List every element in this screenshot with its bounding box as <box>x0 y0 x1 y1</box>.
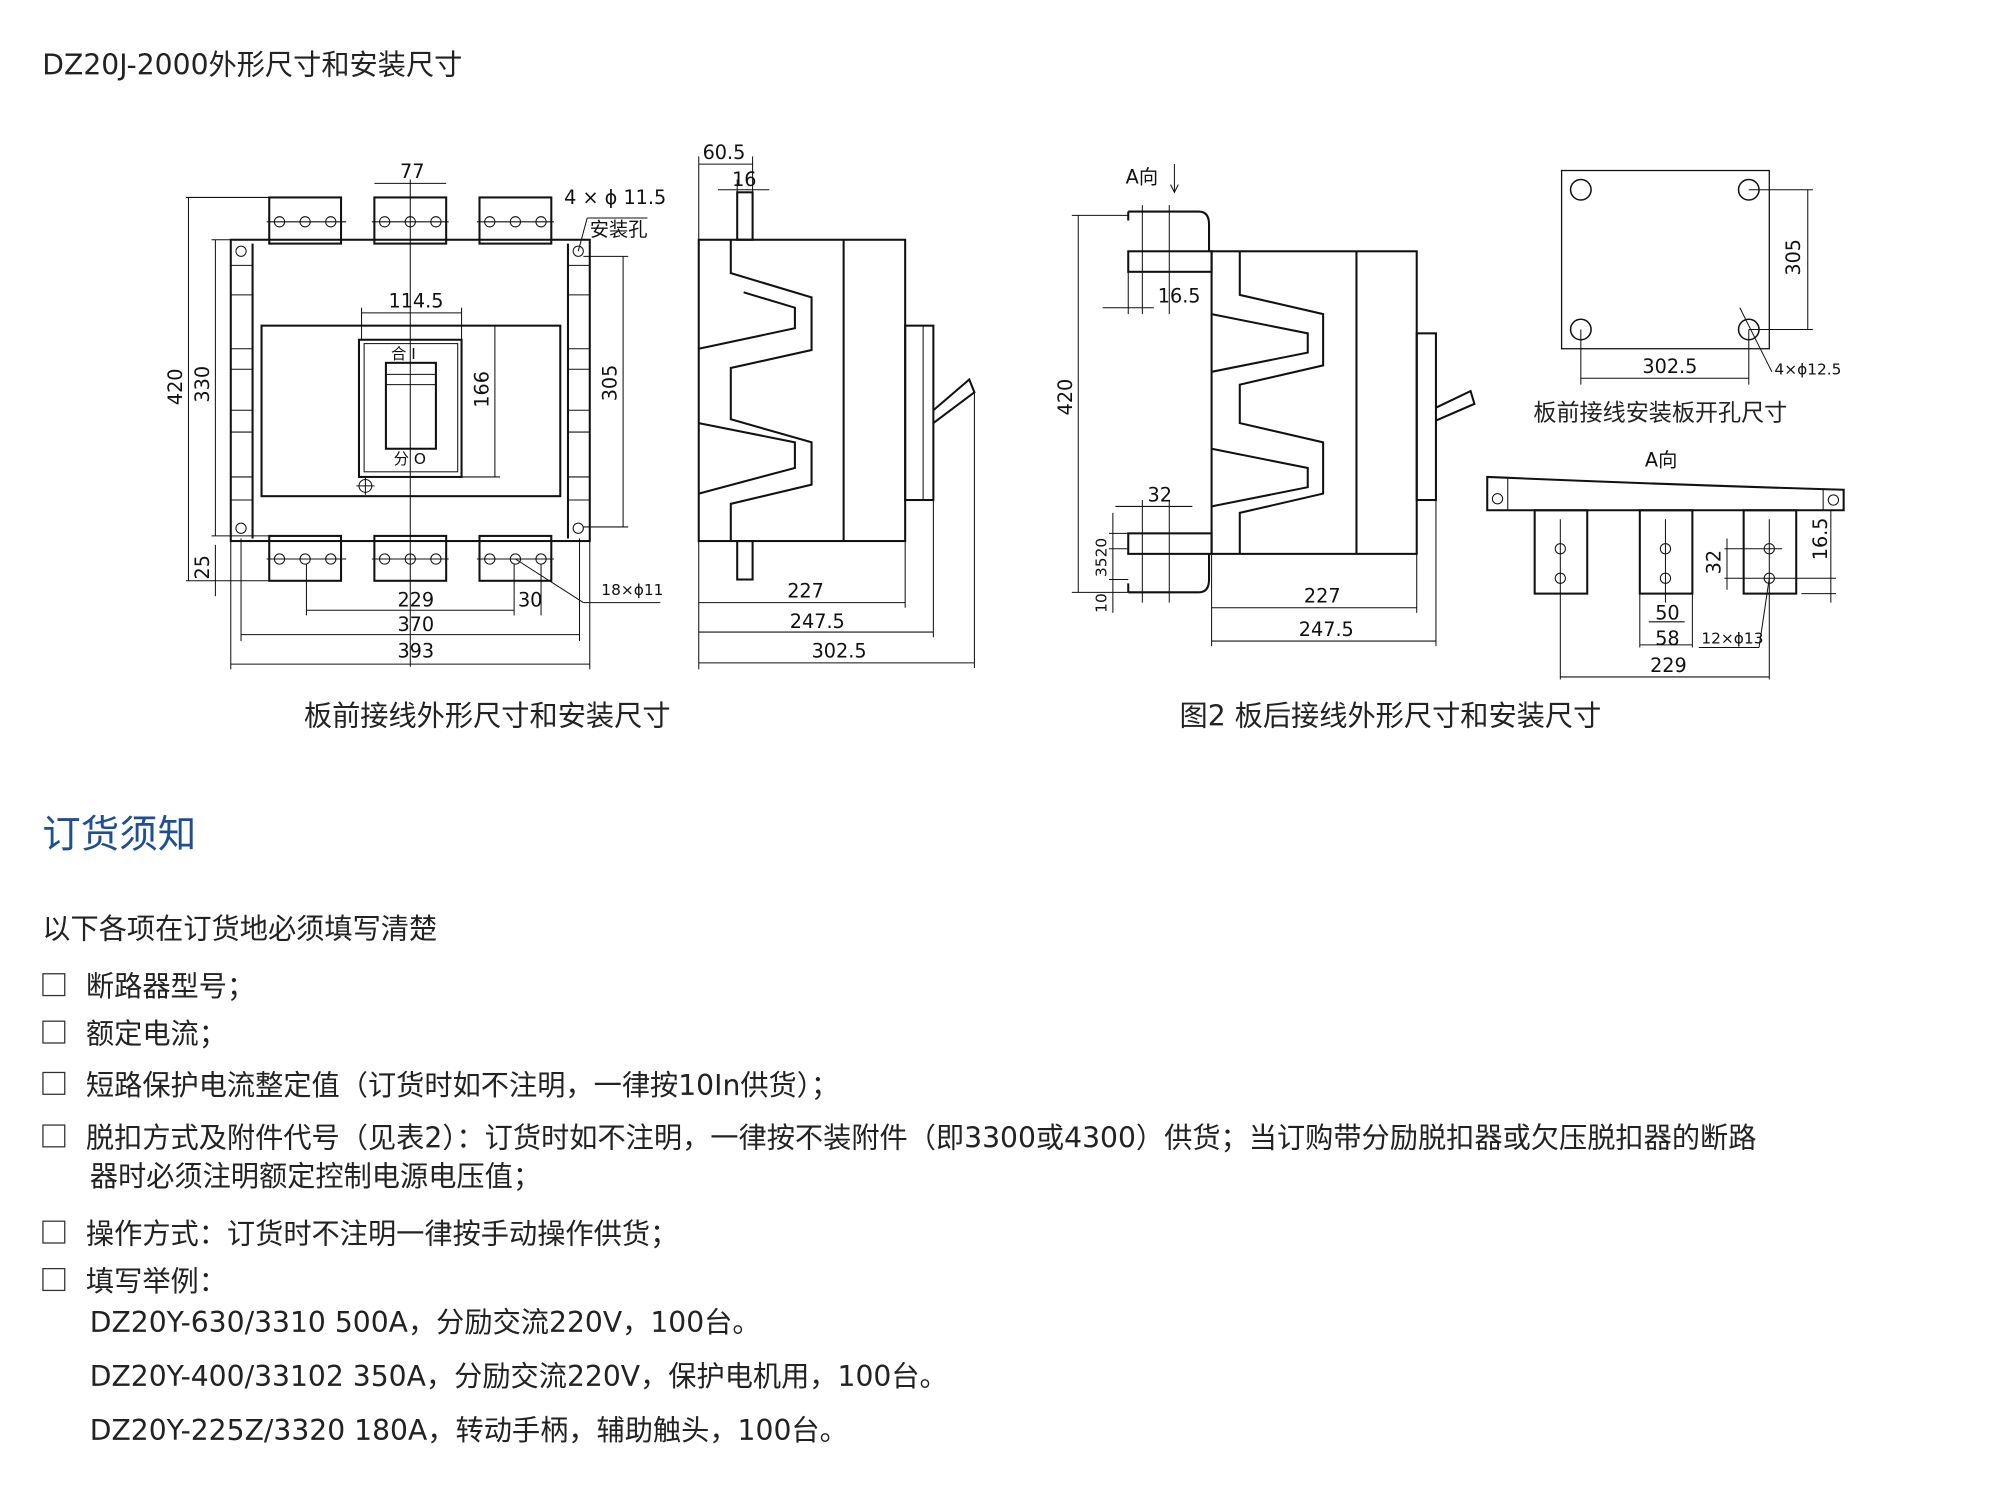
dim-25: 25 <box>191 555 214 579</box>
plate-caption: 板前接线安装板开孔尺寸 <box>1533 400 1788 427</box>
dim-420: 420 <box>1054 379 1077 416</box>
dim-16: 16 <box>732 168 756 191</box>
checkbox[interactable] <box>42 1220 66 1244</box>
front-view-drawing: 合 I 分 O 77 114.5 166 305 420 330 <box>164 160 666 670</box>
dim-227: 227 <box>1304 585 1341 608</box>
checklist-item-continued: 器时必须注明额定控制电源电压值； <box>89 1161 542 1194</box>
dim-60-5: 60.5 <box>703 141 746 164</box>
dim-32: 32 <box>1703 550 1726 574</box>
dim-58: 58 <box>1655 627 1679 650</box>
dim-16-5: 16.5 <box>1158 285 1201 308</box>
checklist-item: 脱扣方式及附件代号（见表2）：订货时如不注明，一律按不装附件（即3300或430… <box>42 1115 1756 1156</box>
view-a-drawing: A向 16.5 32 50 58 12×ϕ13 229 <box>1486 449 1845 680</box>
dim-330: 330 <box>191 366 214 403</box>
checklist-item-text: 脱扣方式及附件代号（见表2）：订货时如不注明，一律按不装附件（即3300或430… <box>85 1123 1757 1156</box>
figure2-caption: 图2 板后接线外形尺寸和安装尺寸 <box>1179 701 1602 734</box>
ordering-intro: 以下各项在订货地必须填写清楚 <box>42 914 438 947</box>
dim-77: 77 <box>400 160 424 183</box>
view-a-label: A向 <box>1126 165 1158 188</box>
checklist-item: 短路保护电流整定值（订货时如不注明，一律按10In供货）； <box>42 1063 839 1104</box>
dim-114-5: 114.5 <box>388 290 443 313</box>
dim-30: 30 <box>518 588 542 611</box>
dim-305: 305 <box>1782 239 1805 276</box>
dim-302-5: 302.5 <box>1642 355 1697 378</box>
checklist-item-text: 断路器型号； <box>85 971 256 1004</box>
checkbox[interactable] <box>42 973 66 997</box>
view-a-title: A向 <box>1645 449 1677 472</box>
terminal-holes-note: 12×ϕ13 <box>1701 630 1763 648</box>
mounting-holes-note: 4 × ϕ 11.5 <box>564 186 666 209</box>
dim-16-5: 16.5 <box>1809 517 1832 560</box>
checklist-item: 断路器型号； <box>42 964 255 1005</box>
checkbox[interactable] <box>42 1124 66 1148</box>
dim-50: 50 <box>1655 601 1679 624</box>
figure1-caption: 板前接线外形尺寸和安装尺寸 <box>303 701 671 734</box>
example-line: DZ20Y-630/3310 500A，分励交流220V，100台。 <box>89 1307 761 1340</box>
example-line: DZ20Y-225Z/3320 180A，转动手柄，辅助触头，100台。 <box>89 1415 848 1448</box>
dim-229: 229 <box>397 588 434 611</box>
checkbox[interactable] <box>42 1071 66 1095</box>
checklist-item: 操作方式：订货时不注明一律按手动操作供货； <box>42 1212 678 1253</box>
section-title: 订货须知 <box>42 812 197 858</box>
dim-229: 229 <box>1650 654 1687 677</box>
example-line: DZ20Y-400/33102 350A，分励交流220V，保护电机用，100台… <box>89 1361 948 1394</box>
plate-holes-note: 4×ϕ12.5 <box>1774 360 1841 378</box>
page-title: DZ20J-2000外形尺寸和安装尺寸 <box>42 50 463 83</box>
mounting-plate-drawing: 305 302.5 4×ϕ12.5 <box>1560 169 1841 385</box>
checklist-item-text: 短路保护电流整定值（订货时如不注明，一律按10In供货）； <box>85 1070 840 1103</box>
dim-370: 370 <box>397 613 434 636</box>
checklist-item-text: 操作方式：订货时不注明一律按手动操作供货； <box>85 1219 679 1252</box>
side-view-drawing: 60.5 16 227 247.5 302.5 <box>697 141 976 670</box>
dim-247-5: 247.5 <box>1299 618 1354 641</box>
on-position-label: 合 I <box>391 345 416 363</box>
dim-32: 32 <box>1147 483 1171 506</box>
checklist-item-text: 额定电流； <box>85 1019 227 1052</box>
off-position-label: 分 O <box>394 450 426 468</box>
dim-10: 10 <box>1092 593 1110 613</box>
dim-35-20: 3520 <box>1092 538 1110 577</box>
rear-connection-side-view: A向 420 16.5 32 3520 <box>1054 164 1476 647</box>
checkbox[interactable] <box>42 1267 66 1292</box>
dim-393: 393 <box>397 640 434 663</box>
checklist-item-text: 填写举例： <box>85 1266 227 1299</box>
dimension-drawings: 合 I 分 O 77 114.5 166 305 420 330 <box>164 141 1845 680</box>
terminal-holes-note: 18×ϕ11 <box>601 581 663 599</box>
mounting-holes-label: 安装孔 <box>590 218 648 241</box>
dim-227: 227 <box>787 579 824 602</box>
checklist-item: 额定电流； <box>42 1012 227 1053</box>
checkbox[interactable] <box>42 1020 66 1044</box>
checklist-item: 填写举例： <box>42 1259 227 1300</box>
dim-166: 166 <box>470 371 493 408</box>
dim-305: 305 <box>599 365 622 402</box>
dim-420: 420 <box>164 368 187 405</box>
dim-302-5: 302.5 <box>812 640 867 663</box>
dim-247-5: 247.5 <box>790 610 845 633</box>
